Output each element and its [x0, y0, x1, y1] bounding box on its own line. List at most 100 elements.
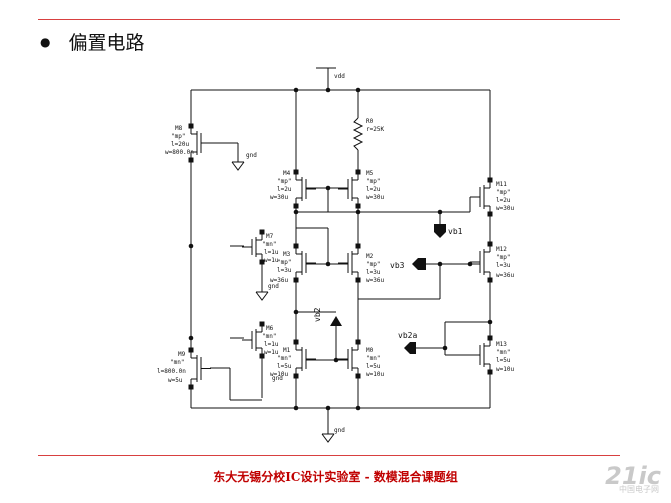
transistor-m12-labels: M12 "mp" l=3u w=36u	[496, 246, 514, 279]
vb2a-label: vb2a	[398, 331, 417, 340]
svg-text:"mn": "mn"	[262, 333, 276, 340]
svg-text:"mp": "mp"	[366, 261, 380, 268]
svg-text:M1: M1	[283, 347, 291, 354]
transistor-m13-labels: M13 "mn" l=5u w=10u	[496, 341, 514, 373]
svg-text:"mn": "mn"	[496, 349, 510, 356]
transistor-m12	[470, 241, 493, 283]
svg-text:"mn": "mn"	[277, 355, 291, 362]
watermark-logo: 21ic	[605, 462, 661, 490]
svg-text:w=10u: w=10u	[496, 366, 514, 373]
gnd-label-m1: gnd	[272, 375, 283, 382]
resistor-value: r=25K	[366, 126, 384, 133]
svg-text:l=5u: l=5u	[496, 357, 511, 364]
resistor-r0	[352, 117, 364, 151]
svg-text:w=36u: w=36u	[270, 277, 288, 284]
svg-text:M9: M9	[178, 351, 186, 358]
transistor-m9	[188, 347, 211, 390]
transistor-m4	[293, 169, 316, 209]
transistor-m1-labels: M1 "mn" l=5u w=10u	[270, 347, 292, 378]
svg-text:w=30u: w=30u	[496, 205, 514, 212]
svg-text:l=3u: l=3u	[366, 269, 381, 276]
transistor-m1	[293, 339, 316, 379]
transistor-m13	[470, 335, 493, 375]
svg-text:"mp": "mp"	[496, 189, 510, 196]
gnd-symbols	[231, 161, 335, 443]
vdd-label: vdd	[334, 73, 345, 80]
svg-text:M5: M5	[366, 170, 374, 177]
gnd-label-m8: gnd	[246, 152, 257, 159]
svg-text:M8: M8	[175, 125, 183, 132]
transistor-m2-labels: M2 "mp" l=3u w=36u	[366, 253, 384, 284]
svg-text:w=30u: w=30u	[270, 194, 288, 201]
transistor-m3-labels: M3 "mp" l=3u w=36u	[270, 251, 292, 284]
svg-text:M3: M3	[283, 251, 291, 258]
svg-text:M11: M11	[496, 181, 507, 188]
footer-text: 东大无锡分校IC设计实验室 - 数模混合课题组	[213, 470, 458, 484]
watermark-subtext: 中国电子网	[619, 485, 659, 494]
vb2-label: vb2	[313, 307, 322, 322]
svg-text:M6: M6	[266, 325, 274, 332]
svg-text:w=36u: w=36u	[496, 272, 514, 279]
svg-text:w=5u: w=5u	[168, 377, 183, 384]
svg-text:"mn": "mn"	[170, 359, 184, 366]
transistor-m7-labels: M7 "mn" l=1u w=1u	[262, 233, 279, 264]
wires	[190, 67, 491, 434]
transistor-m0	[338, 339, 361, 379]
bullet-icon: ●	[40, 34, 51, 49]
svg-text:l=1u: l=1u	[264, 249, 279, 256]
schematic: vdd gnd gnd gnd gnd vb1 vb3 vb2 vb2a R0 …	[157, 67, 514, 443]
svg-text:"mn": "mn"	[366, 355, 380, 362]
svg-text:l=2u: l=2u	[277, 186, 292, 193]
svg-text:M12: M12	[496, 246, 507, 253]
svg-text:l=20u: l=20u	[171, 141, 189, 148]
transistor-m4-labels: M4 "mp" l=2u w=30u	[270, 170, 292, 201]
vb3-label: vb3	[390, 261, 405, 270]
transistor-m6	[242, 321, 265, 359]
svg-text:"mp": "mp"	[496, 254, 510, 261]
transistor-m11-labels: M11 "mp" l=2u w=30u	[496, 181, 514, 212]
svg-text:w=30u: w=30u	[366, 194, 384, 201]
transistor-m9-labels: M9 "mn" l=800.0n w=5u	[157, 351, 186, 384]
svg-text:w=1u: w=1u	[264, 349, 279, 356]
svg-text:l=5u: l=5u	[277, 363, 292, 370]
transistor-m11	[470, 177, 493, 217]
transistor-m3	[293, 243, 316, 283]
svg-text:w=10u: w=10u	[270, 371, 288, 378]
transistor-m7	[242, 229, 265, 265]
svg-text:M0: M0	[366, 347, 374, 354]
transistor-m6-labels: M6 "mn" l=1u w=1u	[262, 325, 279, 356]
transistor-m5-labels: M5 "mp" l=2u w=30u	[366, 170, 384, 201]
svg-text:M2: M2	[366, 253, 374, 260]
svg-text:w=10u: w=10u	[366, 371, 384, 378]
svg-text:w=36u: w=36u	[366, 277, 384, 284]
pin-markers	[330, 224, 446, 354]
transistor-m8-labels: M8 "mp" l=20u w=800.0n	[165, 125, 194, 156]
transistor-layer	[188, 123, 493, 390]
svg-text:l=5u: l=5u	[366, 363, 381, 370]
transistor-m5	[338, 169, 361, 209]
slide-title-text: 偏置电路	[68, 32, 145, 54]
svg-text:l=1u: l=1u	[264, 341, 279, 348]
junction-dots	[188, 87, 493, 411]
slide-title: ● 偏置电路	[40, 28, 145, 55]
gnd-label-bottom: gnd	[334, 427, 345, 434]
svg-text:l=3u: l=3u	[277, 267, 292, 274]
header-rule	[38, 19, 620, 20]
svg-text:"mp": "mp"	[277, 178, 291, 185]
transistor-m2	[338, 243, 361, 283]
svg-text:"mp": "mp"	[171, 133, 185, 140]
resistor-name: R0	[366, 118, 374, 125]
svg-text:"mp": "mp"	[277, 259, 291, 266]
svg-text:l=2u: l=2u	[496, 197, 511, 204]
svg-text:M4: M4	[283, 170, 291, 177]
vb1-label: vb1	[448, 227, 463, 236]
gnd-label-m7: gnd	[268, 283, 279, 290]
svg-text:w=800.0n: w=800.0n	[165, 149, 194, 156]
footer-rule	[38, 455, 620, 456]
svg-text:w=1u: w=1u	[264, 257, 279, 264]
svg-text:l=2u: l=2u	[366, 186, 381, 193]
svg-text:M7: M7	[266, 233, 274, 240]
transistor-m8	[188, 123, 211, 163]
svg-text:"mp": "mp"	[366, 178, 380, 185]
svg-text:M13: M13	[496, 341, 507, 348]
